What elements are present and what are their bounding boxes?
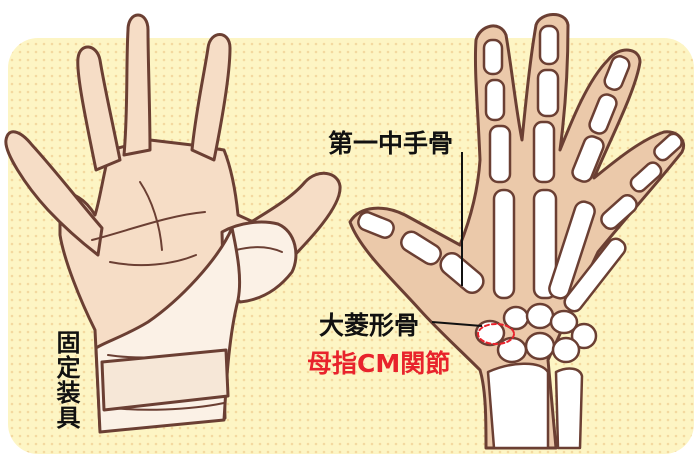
- first-metacarpal-label: 第一中手骨: [328, 129, 454, 158]
- hand-with-splint-icon: [4, 13, 342, 434]
- thumb-cmc-joint-label: 母指CM関節: [307, 349, 451, 378]
- trapezium-label: 大菱形骨: [319, 311, 420, 340]
- hand-skeleton-icon: [348, 13, 685, 450]
- splint-label: 固定装具: [52, 330, 80, 430]
- leader-lines: [431, 152, 483, 327]
